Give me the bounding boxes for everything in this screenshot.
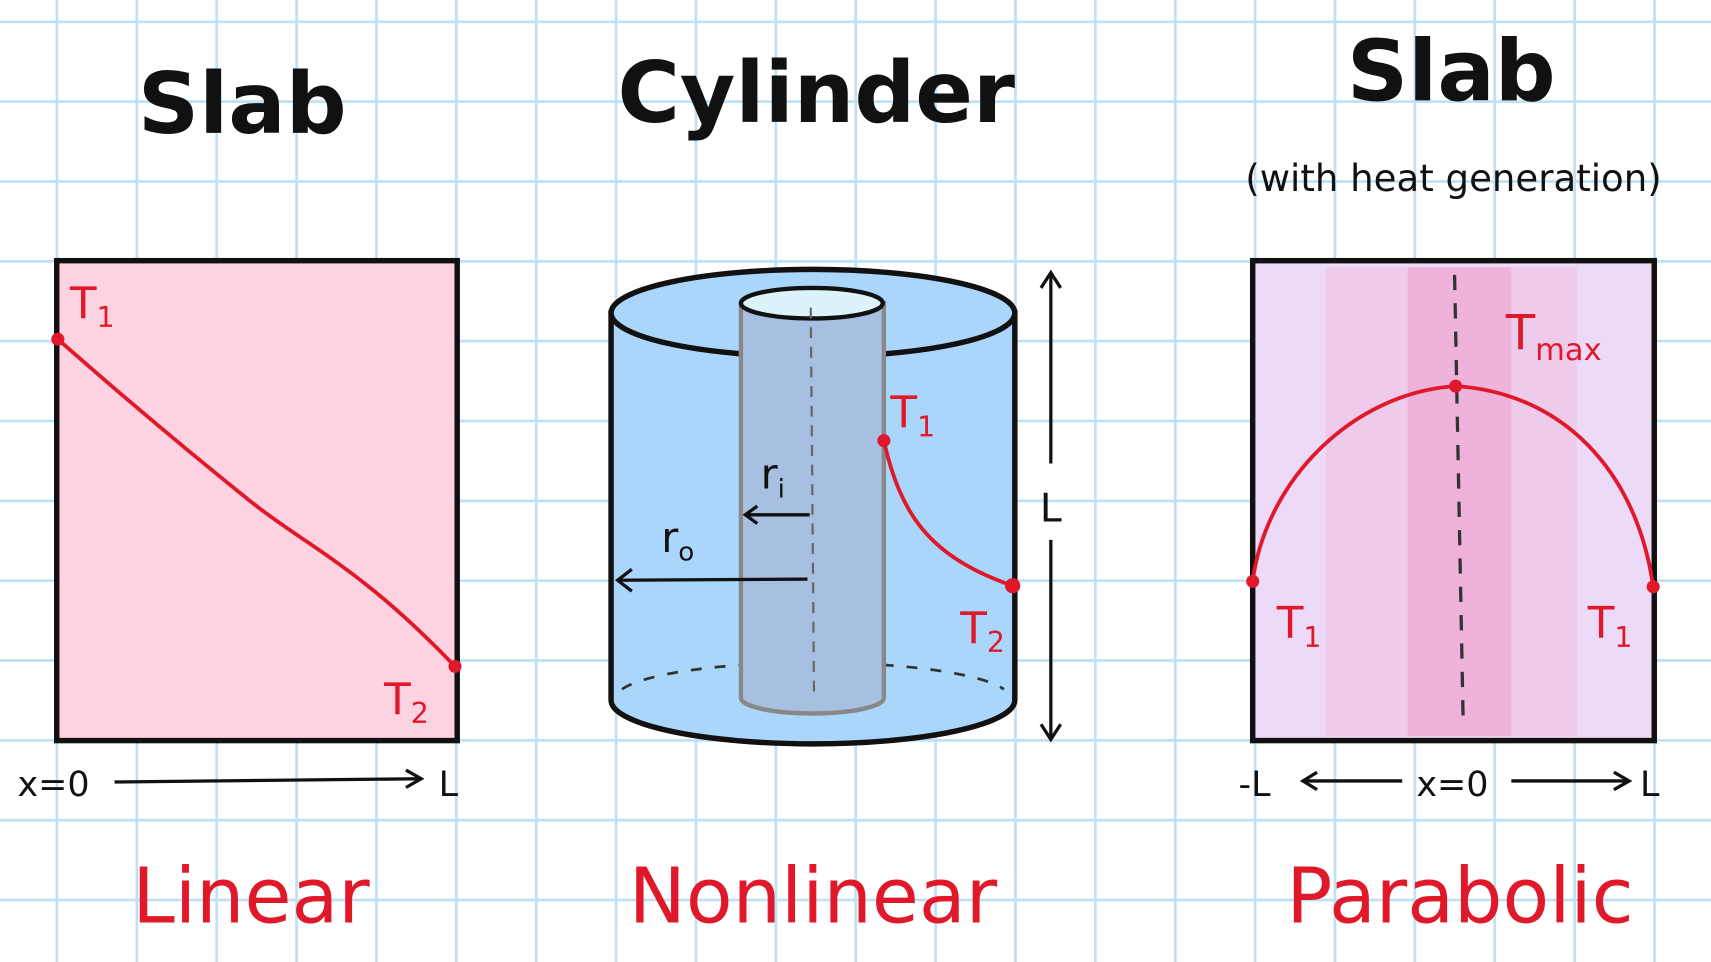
t2-point: [1004, 578, 1021, 594]
panel-subtitle: (with heat generation): [1245, 157, 1661, 200]
panel-cylinder: Cylinder ri ro T1 T2 L Nonlinear: [608, 44, 1063, 942]
center-line: [1452, 274, 1465, 729]
axis-left-label: -L: [1239, 765, 1272, 805]
r-outer-label: ro: [661, 514, 694, 568]
panel-slab-heat-generation: Slab (with heat generation) Tmax T1 T1 -…: [1239, 22, 1662, 941]
temperature-profile-line: [56, 337, 457, 668]
t1-label: T1: [69, 279, 115, 334]
t1-point: [877, 434, 891, 448]
r-inner-label: ri: [761, 451, 785, 505]
axis-right-label: L: [1640, 765, 1660, 805]
t2-point: [448, 659, 462, 673]
r-outer-arrow: [618, 577, 808, 582]
caption-nonlinear: Nonlinear: [629, 853, 998, 942]
center-axis: [809, 307, 816, 699]
panel-slab-linear: Slab T1 T2 x=0 L Linear: [17, 55, 462, 942]
temperature-profile-curve: [882, 440, 1014, 588]
t1-right-point: [1646, 580, 1660, 594]
x-axis-arrow: [114, 777, 421, 784]
panel-title: Slab: [138, 55, 347, 154]
panel-title: Cylinder: [617, 44, 1014, 143]
caption-linear: Linear: [132, 853, 370, 942]
axis-end-label: L: [439, 765, 459, 805]
t2-label: T2: [959, 605, 1005, 660]
t2-label: T2: [383, 675, 429, 730]
t1-left-label: T1: [1276, 599, 1322, 654]
axis-start-label: x=0: [17, 765, 89, 805]
t1-label: T1: [889, 389, 935, 444]
tmax-point: [1449, 379, 1463, 393]
slab-rect: [54, 257, 460, 744]
t1-left-point: [1246, 574, 1260, 588]
height-label: L: [1040, 486, 1062, 531]
panel-title: Slab: [1347, 22, 1556, 121]
t1-right-label: T1: [1587, 599, 1633, 654]
caption-parabolic: Parabolic: [1286, 853, 1633, 942]
axis-center-label: x=0: [1416, 765, 1488, 805]
tmax-label: Tmax: [1505, 305, 1602, 368]
t1-point: [51, 332, 65, 346]
